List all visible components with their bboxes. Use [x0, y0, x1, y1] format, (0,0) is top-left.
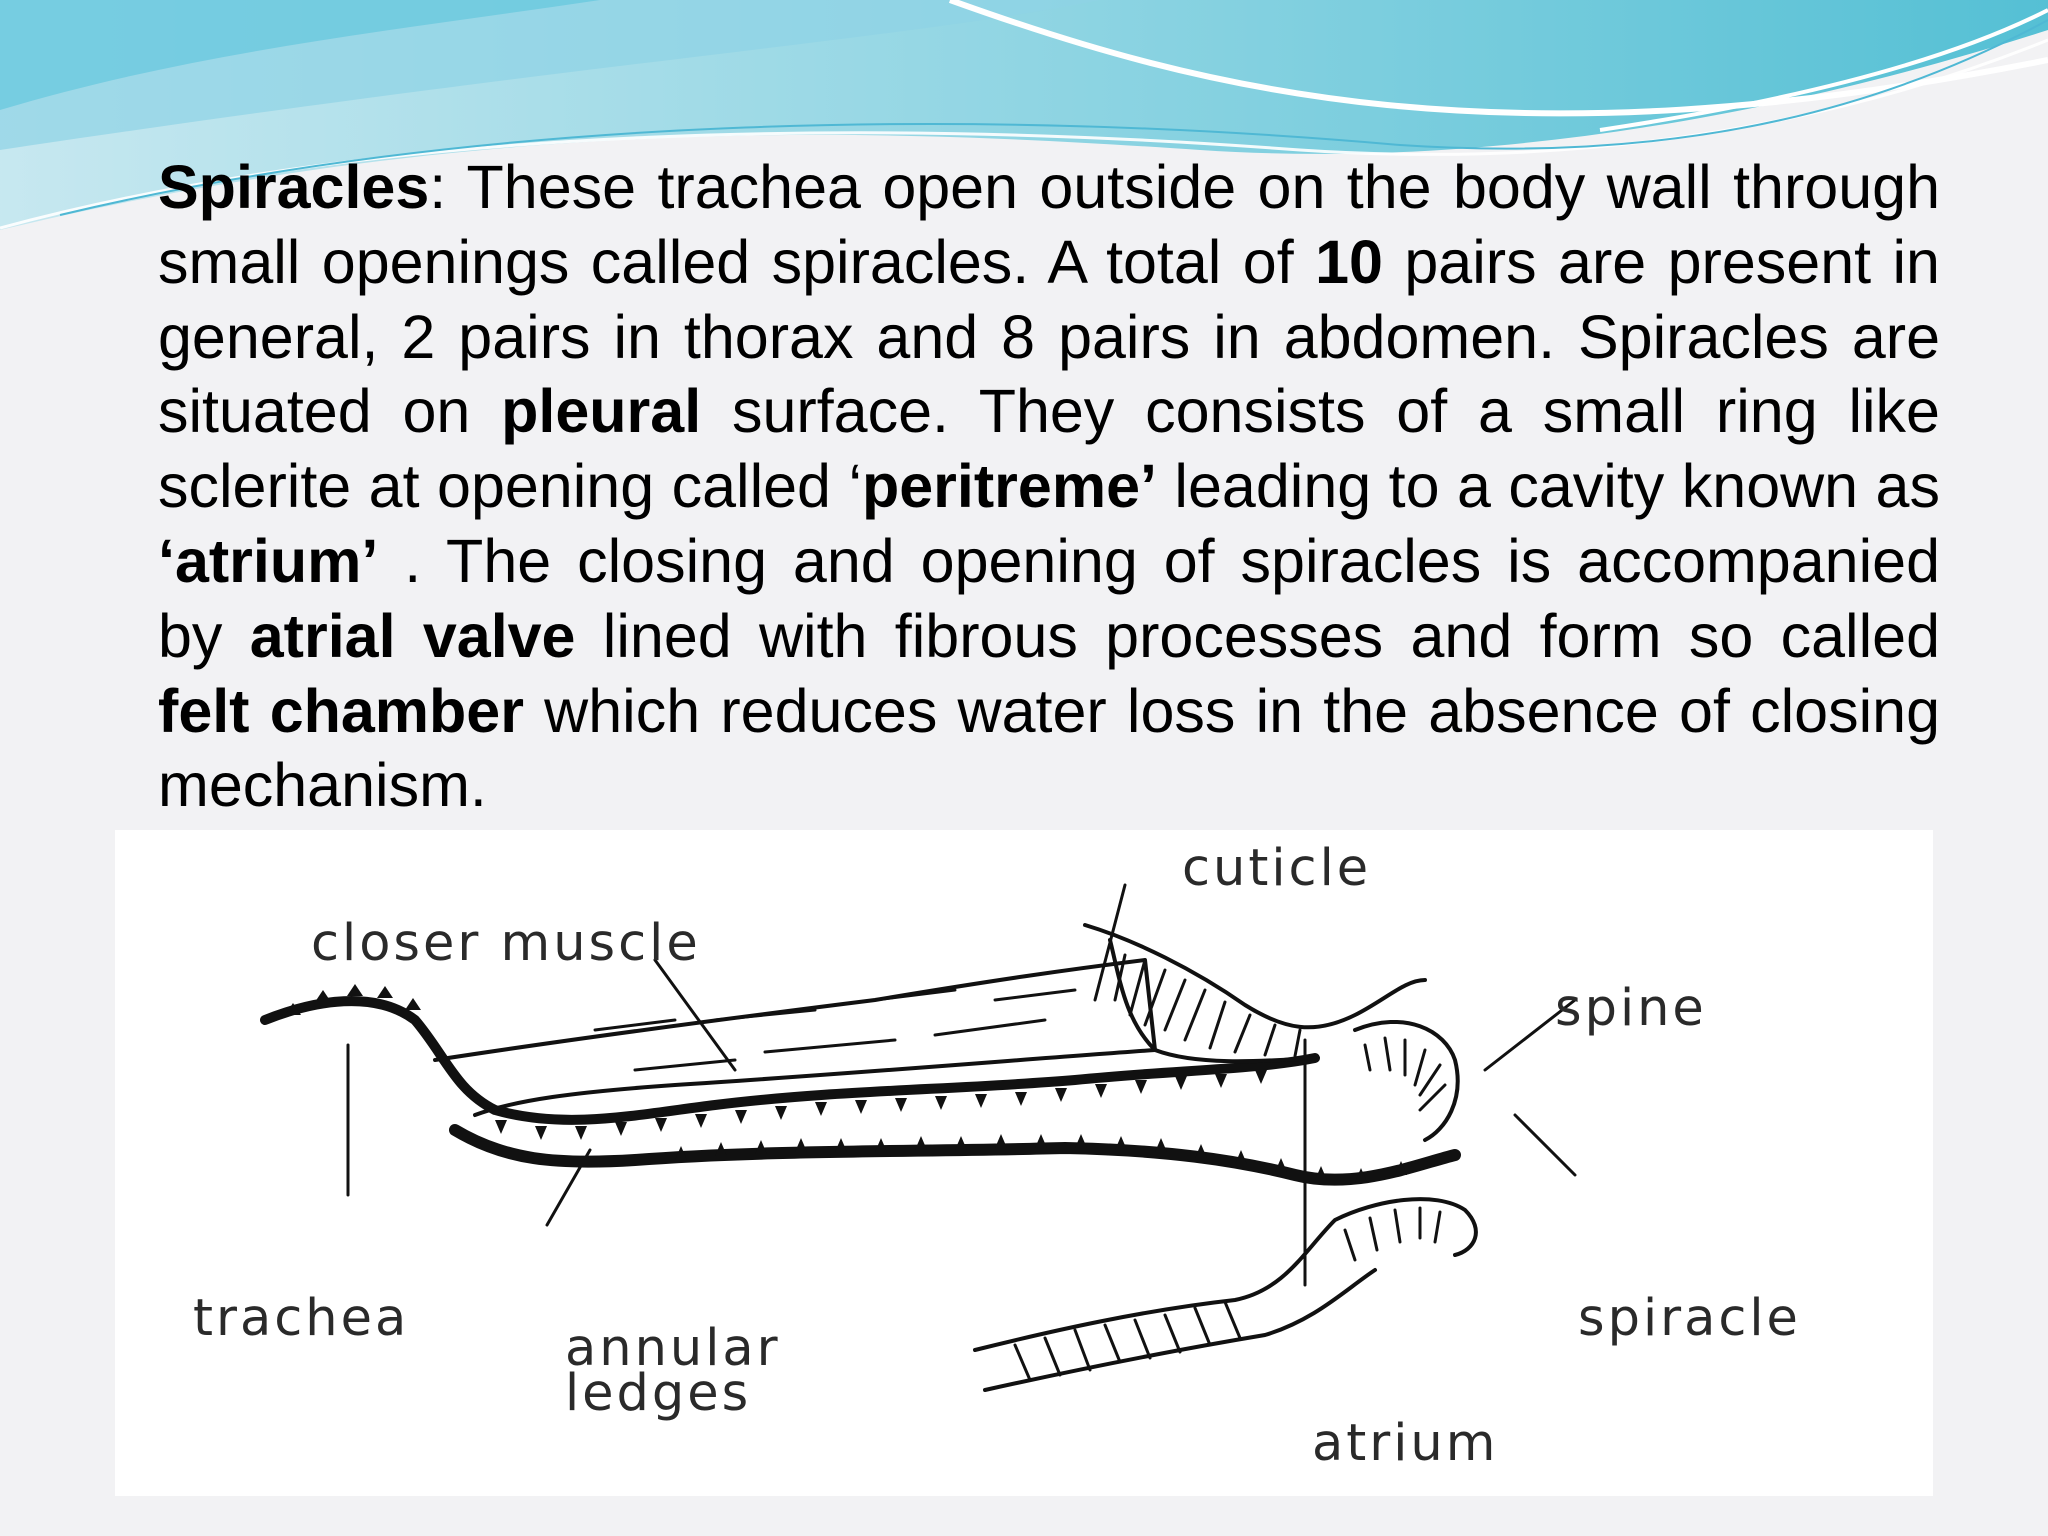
term-atrial-valve: atrial valve [249, 601, 576, 670]
leader-closer-muscle [653, 958, 737, 1072]
term-peritreme: peritreme’ [862, 452, 1157, 521]
text-segment: which reduces water loss in the absence … [158, 676, 1941, 820]
label-annular: annular [565, 1319, 781, 1378]
text-segment: surface. They consists of a small ring l… [158, 377, 1940, 521]
leader-annular-ledges [545, 1148, 592, 1227]
term-atrium: ‘atrium’ [158, 526, 379, 595]
closer-muscle-band [433, 958, 1157, 1117]
term-ten: 10 [1315, 227, 1383, 296]
label-trachea: trachea [193, 1289, 409, 1348]
label-ledges: ledges [565, 1364, 751, 1423]
text-segment: : These trachea open outside on the body… [158, 153, 1940, 296]
label-cuticle: cuticle [1182, 839, 1371, 898]
label-closer-muscle: closer muscle [311, 914, 701, 973]
term-pleural: pleural [501, 377, 702, 446]
label-spiracle: spiracle [1578, 1289, 1801, 1348]
term-spiracles: Spiracles [158, 153, 430, 221]
header-wave-decoration [0, 0, 2048, 230]
leader-cuticle [1093, 883, 1127, 1002]
cuticle-lower [973, 1197, 1478, 1352]
cuticle-upper [1083, 923, 1427, 1030]
text-segment: lined with fibrous processes and form so… [575, 601, 1940, 670]
leader-spiracle [1513, 1113, 1577, 1177]
label-spine: spine [1555, 979, 1707, 1038]
body-paragraph: Spiracles: These trachea open outside on… [158, 150, 1940, 823]
upper-tracheal-wall [260, 996, 1320, 1125]
spine-loop [1353, 1020, 1460, 1142]
tracheal-ridges [285, 984, 1407, 1182]
spiracle-diagram: cuticle closer muscle spine trachea annu… [115, 830, 1933, 1496]
label-atrium: atrium [1312, 1414, 1498, 1473]
spiracle-diagram-svg: cuticle closer muscle spine trachea annu… [193, 839, 1801, 1473]
text-segment: leading to a cavity known as [1156, 452, 1940, 521]
leader-spine [1483, 998, 1577, 1072]
term-felt-chamber: felt chamber [158, 676, 524, 745]
text-segment: pairs are present in general, 2 pairs in… [158, 227, 1940, 446]
text-segment: . The closing and opening of spiracles i… [158, 526, 1940, 670]
